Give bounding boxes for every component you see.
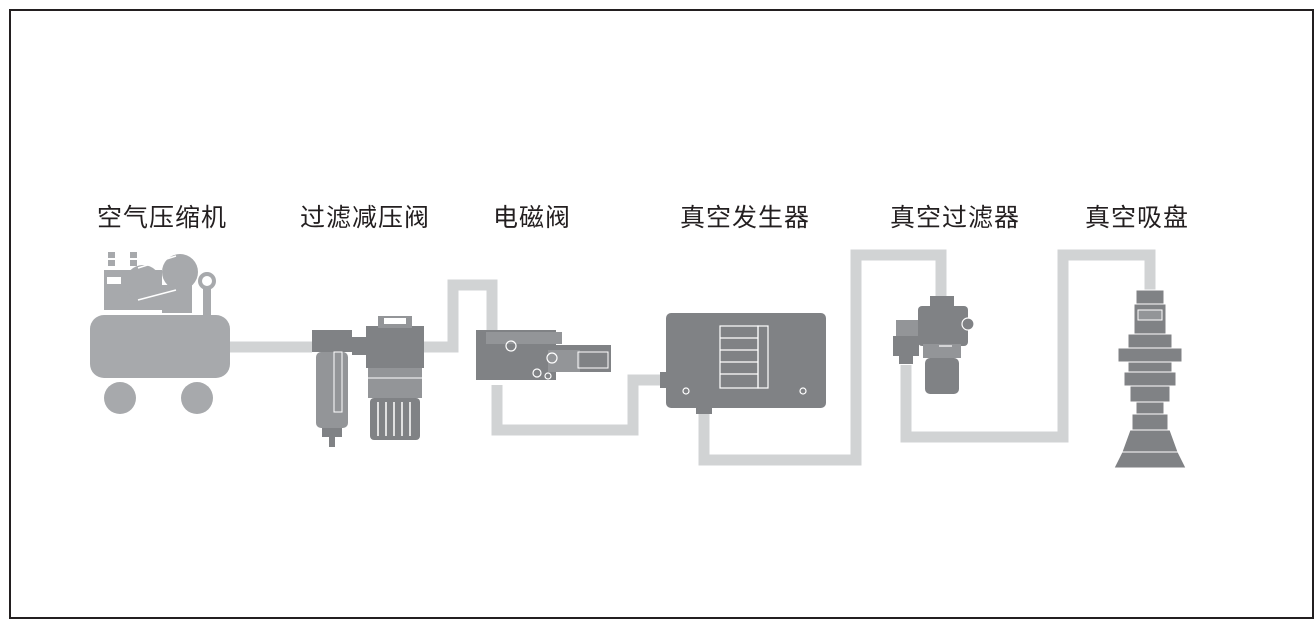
label-filter-regulator: 过滤减压阀 bbox=[300, 203, 431, 232]
solenoid-valve-icon bbox=[476, 330, 611, 380]
diagram-frame bbox=[9, 9, 1314, 619]
label-air-compressor: 空气压缩机 bbox=[97, 203, 228, 232]
pipe-network bbox=[230, 249, 1156, 466]
label-vacuum-generator: 真空发生器 bbox=[680, 203, 811, 232]
air-compressor-icon bbox=[90, 252, 230, 414]
pipe-frl-to-solenoid bbox=[424, 279, 498, 353]
pipe-generator-to-vacuum-filter bbox=[698, 249, 947, 466]
label-vacuum-filter: 真空过滤器 bbox=[890, 203, 1021, 232]
vacuum-filter-icon bbox=[893, 296, 975, 394]
label-vacuum-suction-cup: 真空吸盘 bbox=[1085, 203, 1190, 232]
pipe-solenoid-to-generator bbox=[491, 374, 665, 436]
vacuum-generator-icon bbox=[660, 313, 826, 414]
pipe-vacuum-filter-to-cup bbox=[900, 249, 1156, 443]
label-solenoid-valve: 电磁阀 bbox=[493, 203, 572, 232]
vacuum-suction-cup-icon bbox=[1113, 289, 1187, 469]
filter-regulator-icon bbox=[312, 316, 424, 447]
